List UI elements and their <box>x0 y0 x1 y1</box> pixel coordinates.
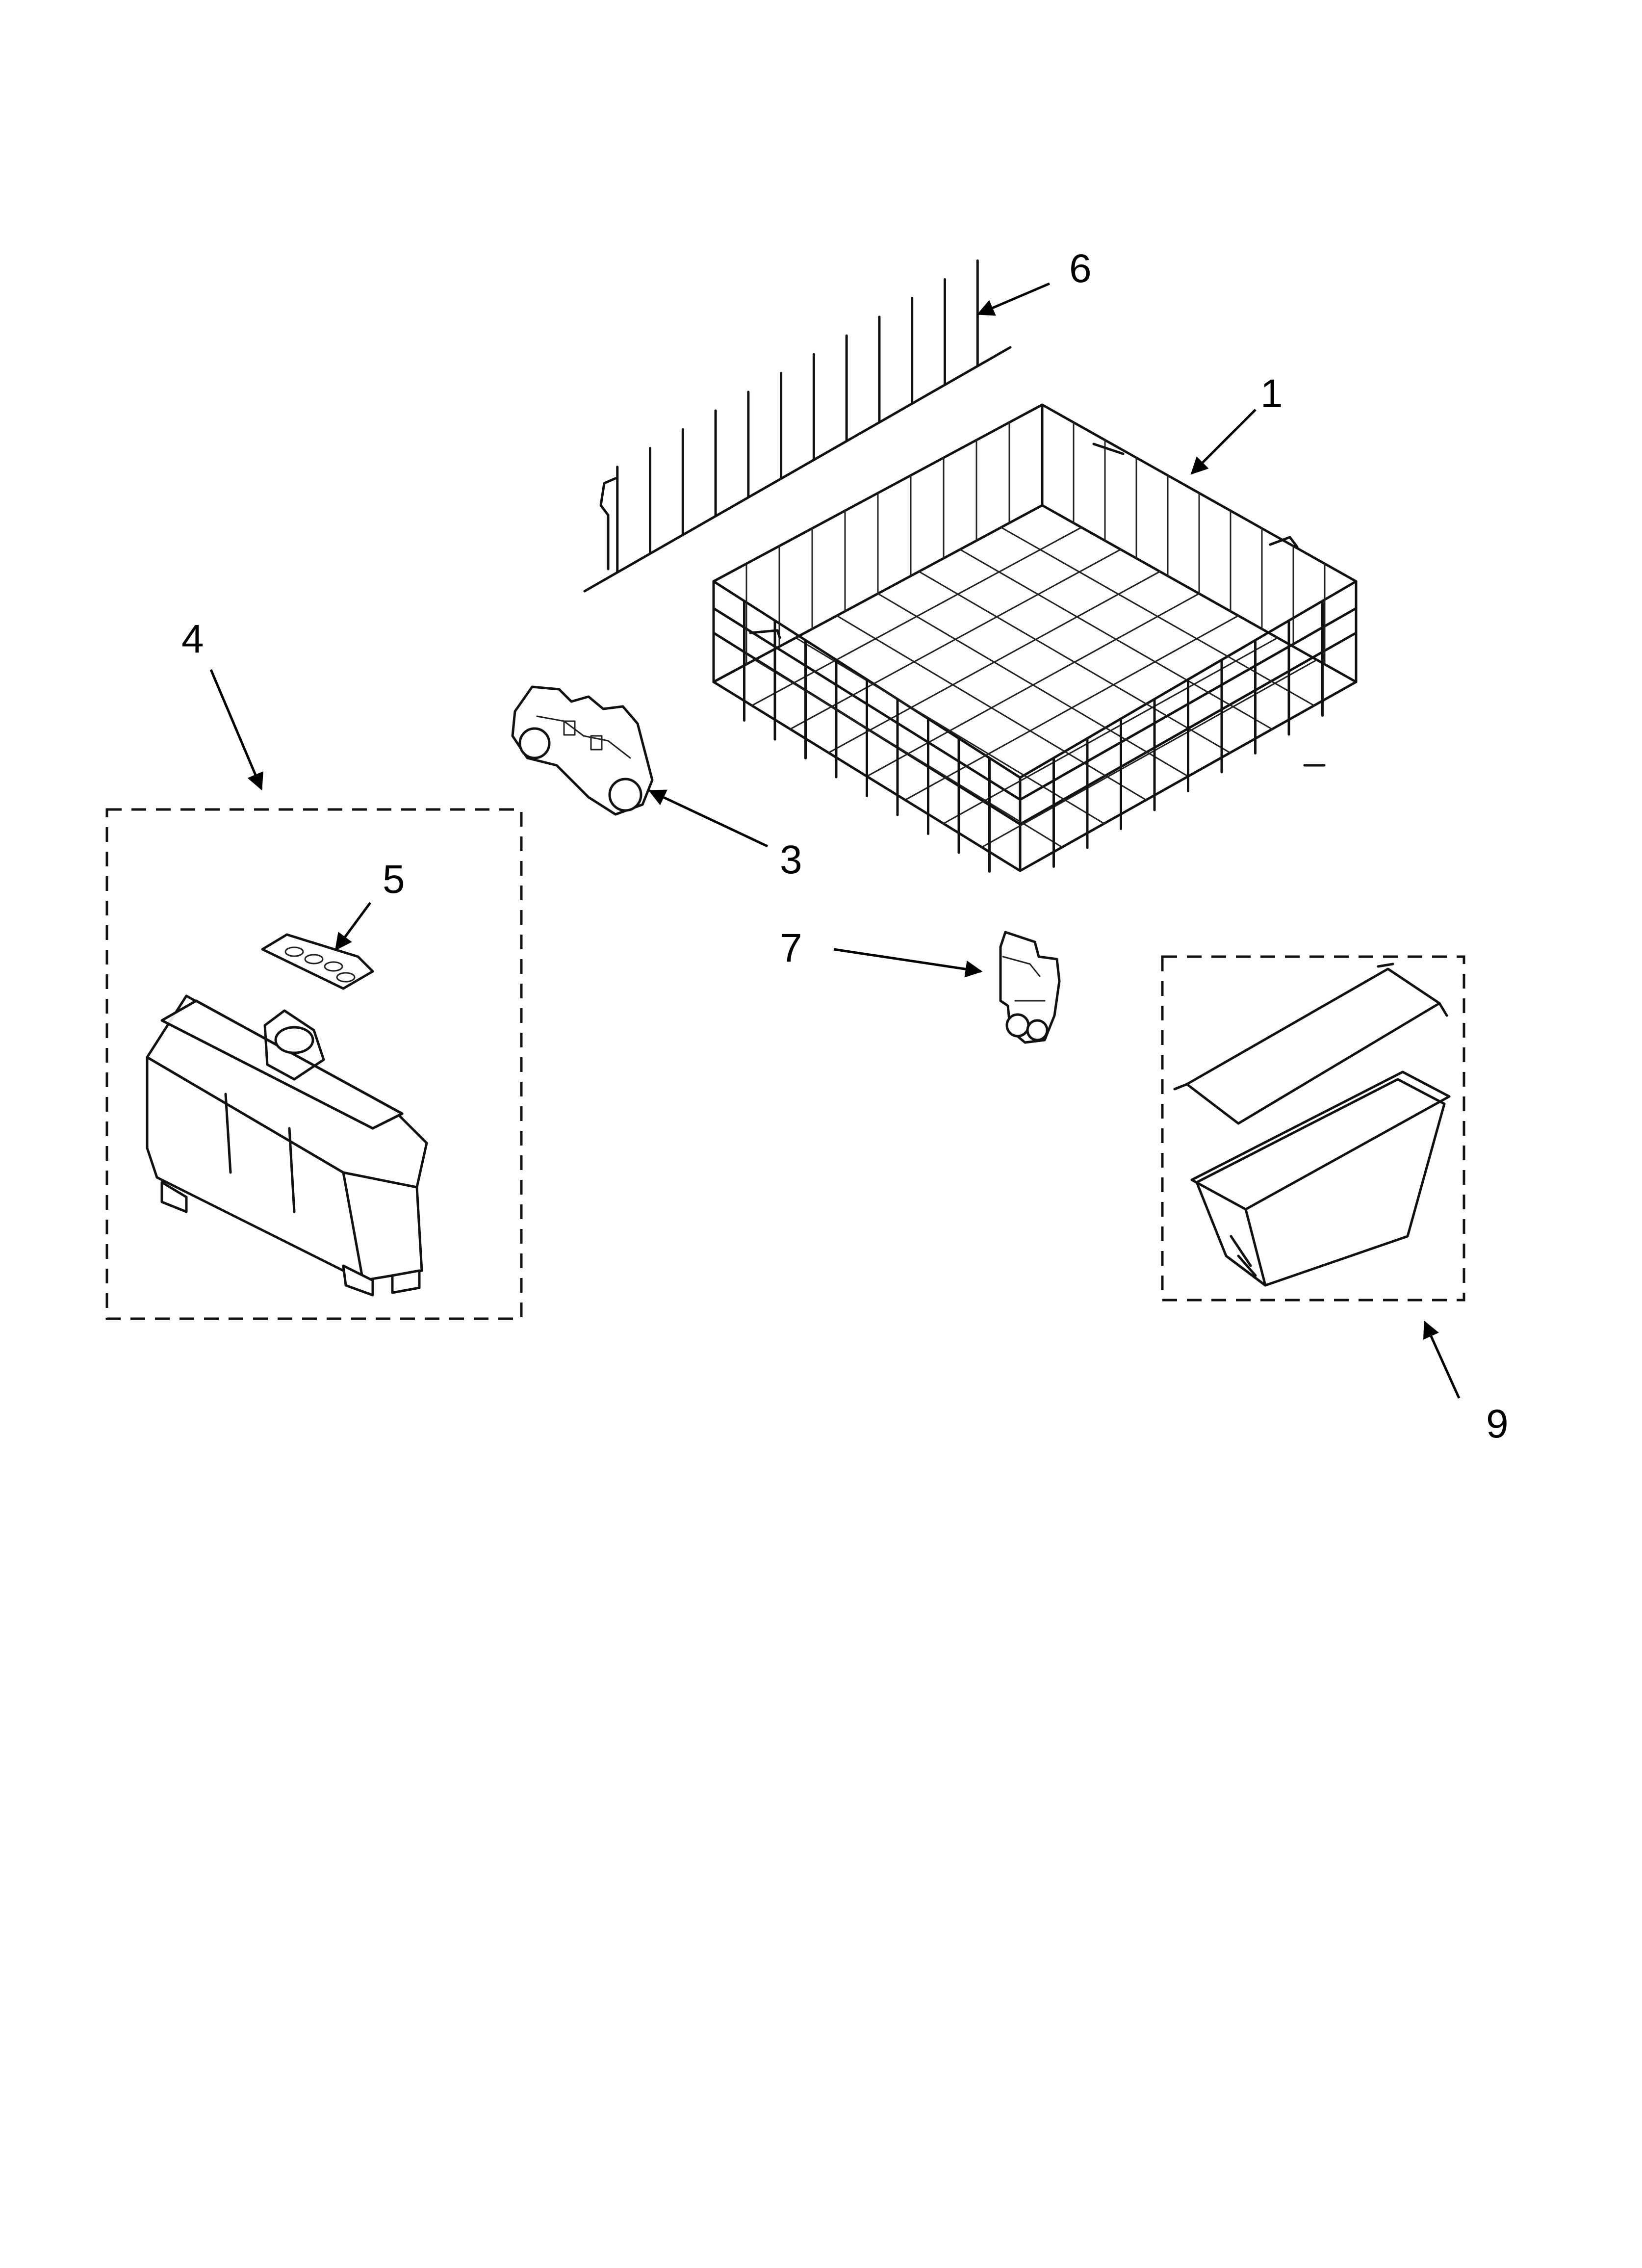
group-box-4 <box>105 808 523 1320</box>
leader-arrow-7 <box>833 948 983 978</box>
callout-4: 4 <box>181 617 204 661</box>
tine-row-part: 6 <box>583 246 1092 593</box>
callout-9: 9 <box>1486 1402 1509 1446</box>
basket-lid-part: 5 <box>261 857 405 990</box>
rack-floor-wire <box>904 615 1239 801</box>
rack-floor-wire <box>866 593 1200 777</box>
callout-3: 3 <box>780 837 802 882</box>
callout-7: 7 <box>780 926 802 970</box>
rack-floor-wire <box>943 637 1279 825</box>
leader-arrow-4 <box>209 669 263 791</box>
callout-5: 5 <box>383 857 405 902</box>
rack-floor-wire <box>959 548 1273 730</box>
leader-arrow-9 <box>1423 1320 1461 1399</box>
roller-clip-part: 7 <box>780 926 1061 1044</box>
accessory-basket <box>1190 1070 1451 1287</box>
callout-6: 6 <box>1069 246 1092 291</box>
accessory-basket-group: 9 <box>1161 955 1509 1446</box>
leader-arrow-6 <box>976 282 1050 316</box>
lower-rack-part: 1 <box>712 371 1358 873</box>
silverware-basket <box>146 994 428 1297</box>
leader-arrow-3 <box>648 789 769 848</box>
rack-roller-part: 3 <box>511 685 802 882</box>
rack-floor-wire <box>1000 526 1315 706</box>
leader-arrow-1 <box>1190 409 1257 475</box>
callout-1: 1 <box>1260 371 1283 416</box>
rack-floor-wire <box>981 659 1318 848</box>
rack-floor-wire <box>918 571 1231 754</box>
silverware-basket-group: 4 5 <box>105 617 523 1320</box>
group-box-9 <box>1161 955 1465 1302</box>
accessory-basket-lid <box>1173 963 1448 1125</box>
leader-arrow-5 <box>334 902 372 951</box>
